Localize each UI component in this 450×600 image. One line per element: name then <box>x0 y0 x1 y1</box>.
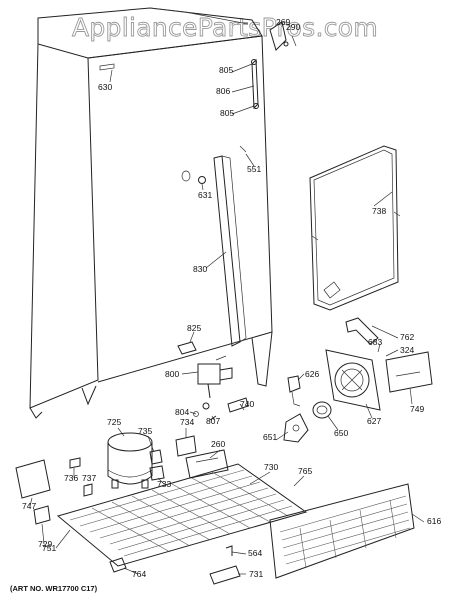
rear-access-cover <box>385 351 433 393</box>
part-callout-764: 764 <box>132 569 146 579</box>
part-callout-564: 564 <box>248 548 262 558</box>
part-callout-800: 800 <box>165 369 179 379</box>
art-number: (ART NO. WR17700 C17) <box>10 584 98 593</box>
part-callout-627: 627 <box>367 416 381 426</box>
part-callout-749: 749 <box>410 404 424 414</box>
cabinet-body <box>29 7 273 419</box>
part-callout-737: 737 <box>82 473 96 483</box>
condenser-coil <box>56 463 308 567</box>
part-callout-805: 805 <box>219 65 233 75</box>
part-callout-747: 747 <box>22 501 36 511</box>
water-valve <box>197 355 233 410</box>
part-callout-734: 734 <box>180 417 194 427</box>
part-callout-804: 804 <box>175 407 189 417</box>
compressor <box>107 432 153 489</box>
part-callout-830: 830 <box>193 264 207 274</box>
fan-motor <box>283 401 332 443</box>
part-callout-269: 269 <box>276 17 290 27</box>
part-callout-738: 738 <box>372 206 386 216</box>
part-callout-650: 650 <box>334 428 348 438</box>
part-callout-731: 731 <box>249 569 263 579</box>
part-callout-730: 730 <box>264 462 278 472</box>
part-callout-807: 807 <box>206 416 220 426</box>
part-callout-736: 736 <box>64 473 78 483</box>
part-callout-751: 751 <box>42 543 56 553</box>
part-callout-290: 290 <box>286 22 300 32</box>
part-callout-626: 626 <box>305 369 319 379</box>
part-callout-260: 260 <box>211 439 225 449</box>
part-callout-630: 630 <box>98 82 112 92</box>
part-callout-616: 616 <box>427 516 441 526</box>
part-callout-765: 765 <box>298 466 312 476</box>
part-callout-805: 805 <box>220 108 234 118</box>
part-callout-551: 551 <box>247 164 261 174</box>
condenser-fan-assembly <box>325 317 381 411</box>
hinge-top <box>251 21 297 110</box>
watermark-text: AppliancePartsPros.com <box>72 13 378 42</box>
part-callout-729: 729 <box>38 539 52 549</box>
part-callout-683: 683 <box>368 337 382 347</box>
rear-grille-panel <box>269 483 415 579</box>
part-callout-740: 740 <box>240 399 254 409</box>
raceway-channel <box>213 155 247 347</box>
part-callout-762: 762 <box>400 332 414 342</box>
part-callout-733: 733 <box>157 479 171 489</box>
leader-lines <box>29 63 425 575</box>
part-callout-735: 735 <box>138 426 152 436</box>
part-callout-825: 825 <box>187 323 201 333</box>
part-callout-651: 651 <box>263 432 277 442</box>
part-callout-725: 725 <box>107 417 121 427</box>
part-callout-806: 806 <box>216 86 230 96</box>
part-callout-324: 324 <box>400 345 414 355</box>
door-gasket-frame <box>309 145 401 311</box>
part-callout-631: 631 <box>198 190 212 200</box>
